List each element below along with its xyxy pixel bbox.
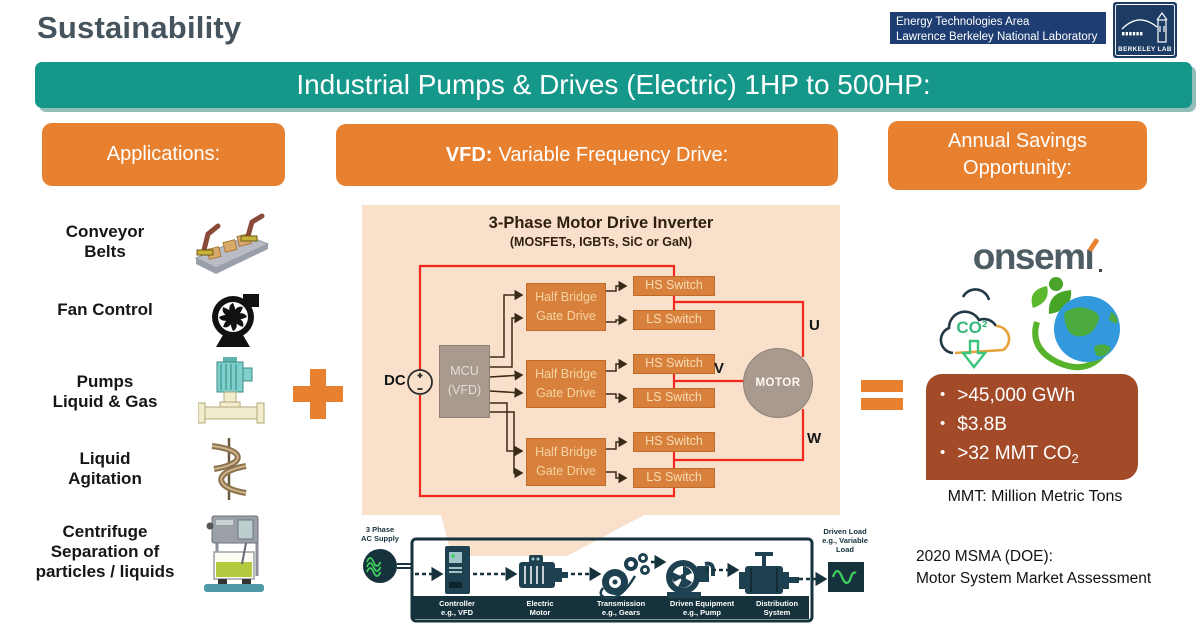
ac-supply-label2: AC Supply xyxy=(361,534,400,543)
dome-icon xyxy=(1121,19,1158,30)
eta-line1: Energy Technologies Area xyxy=(896,16,1030,28)
station-label: Distribution xyxy=(756,599,798,608)
ls-switch-3: LS Switch xyxy=(633,468,715,488)
savings-header-line1: Annual Savings xyxy=(948,130,1087,152)
variable-load-icon xyxy=(828,562,864,592)
dc-source-icon xyxy=(407,369,433,395)
ac-supply-label1: 3 Phase xyxy=(366,525,394,534)
agitator-icon xyxy=(202,436,256,509)
hs-switch-1: HS Switch xyxy=(633,276,715,296)
berkeley-lab-text: BERKELEY LAB xyxy=(1118,46,1172,53)
page-title: Sustainability xyxy=(37,10,242,45)
conveyor-belt-icon xyxy=(192,210,272,285)
onsemi-logo: onsemı xyxy=(938,236,1128,278)
centrifuge-icon xyxy=(194,512,268,607)
vfd-controller-icon xyxy=(445,546,470,594)
source-citation: 2020 MSMA (DOE): Motor System Market Ass… xyxy=(916,546,1151,589)
inverter-subtitle: (MOSFETs, IGBTs, SiC or GaN) xyxy=(509,235,693,249)
savings-bullet-2: $3.8B xyxy=(940,414,1138,436)
slide-banner: Industrial Pumps & Drives (Electric) 1HP… xyxy=(35,62,1192,108)
phase-u-label: U xyxy=(809,317,820,334)
mcu-block: MCU (VFD) xyxy=(439,345,490,418)
dc-bus-wires xyxy=(418,264,805,498)
source-line2: Motor System Market Assessment xyxy=(916,569,1152,587)
app-label-conveyor: Conveyor Belts xyxy=(65,222,145,262)
phase-w-label: W xyxy=(807,430,822,447)
savings-header-line2: Opportunity: xyxy=(963,157,1072,179)
inverter-wiring xyxy=(407,264,805,498)
hs-switch-3: HS Switch xyxy=(633,432,715,452)
station-label: e.g., Gears xyxy=(602,608,640,617)
distribution-system-icon xyxy=(739,552,799,594)
co2-text: CO² xyxy=(956,318,988,337)
load-label2: e.g., Variable xyxy=(822,536,868,545)
onsemi-i: ı xyxy=(1084,236,1094,277)
inverter-title: 3-Phase Motor Drive Inverter xyxy=(488,214,714,232)
load-label3: Load xyxy=(836,545,854,554)
chain-box xyxy=(410,537,814,623)
app-label-fan: Fan Control xyxy=(57,300,153,319)
co2-cloud-icon: CO² xyxy=(933,283,1025,378)
driven-pump-icon xyxy=(666,560,715,598)
dc-label: DC xyxy=(384,372,406,389)
drivetrain-diagram: 3 Phase AC Supply xyxy=(361,525,868,623)
station-label: Motor xyxy=(530,608,551,617)
savings-box: >45,000 GWh $3.8B >32 MMT CO2 xyxy=(926,374,1138,480)
onsemi-text: onsem xyxy=(972,236,1086,277)
app-label-centrifuge: Centrifuge Separation of particles / liq… xyxy=(35,522,175,582)
mcu-line1: MCU xyxy=(450,364,479,378)
savings-header: Annual Savings Opportunity: xyxy=(888,121,1147,190)
vfd-header: VFD:Variable Frequency Drive: xyxy=(336,124,838,186)
gears-icon xyxy=(599,553,650,600)
savings-bullet-1: >45,000 GWh xyxy=(940,385,1138,407)
station-label: Driven Equipment xyxy=(670,599,735,608)
flow-arrows xyxy=(415,554,828,587)
inverter-panel: 3-Phase Motor Drive Inverter (MOSFETs, I… xyxy=(362,205,840,515)
mcu-line2: (VFD) xyxy=(447,382,482,397)
fan-icon xyxy=(205,288,265,355)
station-label: e.g., VFD xyxy=(441,608,474,617)
mmt-footnote: MMT: Million Metric Tons xyxy=(947,488,1123,505)
vfd-header-rest: Variable Frequency Drive: xyxy=(498,144,729,166)
app-label-agitation: Liquid Agitation xyxy=(68,449,142,489)
savings-bullet-3: >32 MMT CO2 xyxy=(940,443,1138,466)
trademark-dot xyxy=(1099,269,1103,272)
station-label: e.g., Pump xyxy=(683,608,721,617)
electric-motor-icon xyxy=(519,555,568,588)
berkeley-lab-logo: BERKELEY LAB xyxy=(1113,2,1177,63)
gate-control-wires xyxy=(489,280,628,484)
hs-switch-2: HS Switch xyxy=(633,354,715,374)
ls-switch-2: LS Switch xyxy=(633,388,715,408)
label-band xyxy=(413,596,809,619)
windows-icon xyxy=(1122,32,1143,36)
vfd-header-acronym: VFD: xyxy=(445,144,493,166)
source-line1: 2020 MSMA (DOE): xyxy=(916,548,1053,565)
applications-header: Applications: xyxy=(42,123,285,186)
station-label: Controller xyxy=(439,599,475,608)
globe-leaves-icon xyxy=(1023,274,1131,379)
app-label-pumps: Pumps Liquid & Gas xyxy=(52,372,158,412)
pump-icon xyxy=(197,356,268,435)
station-label: System xyxy=(764,608,791,617)
station-label: Electric xyxy=(526,599,553,608)
phase-v-label: V xyxy=(714,360,725,377)
plus-icon xyxy=(293,369,343,419)
load-label1: Driven Load xyxy=(823,527,867,536)
eta-line2: Lawrence Berkeley National Laboratory xyxy=(896,30,1098,43)
eta-badge: Energy Technologies Area Lawrence Berkel… xyxy=(890,12,1106,44)
motor-block: MOTOR xyxy=(743,348,813,418)
campanile-icon xyxy=(1156,11,1168,43)
equals-icon xyxy=(861,380,903,410)
ls-switch-1: LS Switch xyxy=(633,310,715,330)
station-label: Transmission xyxy=(597,599,646,608)
ac-supply-icon xyxy=(363,549,412,583)
